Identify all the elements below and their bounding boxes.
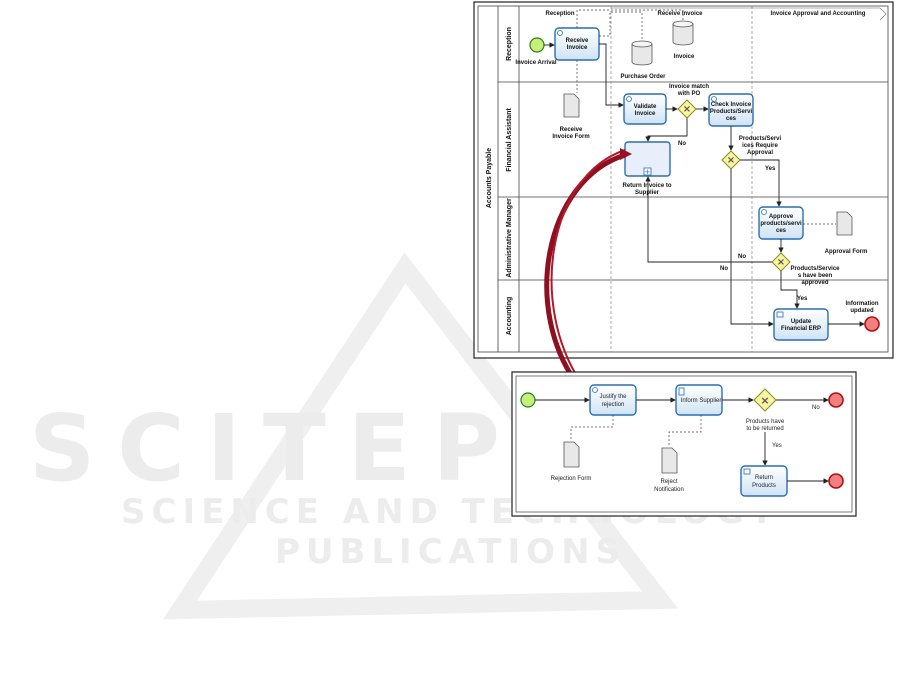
reject-notification-line1: Reject	[660, 479, 677, 485]
gateway-products-line2: to be returned	[746, 426, 783, 432]
receive-invoice-form-line1: Receive	[560, 127, 583, 133]
data-object-reject-notification	[661, 447, 678, 474]
phase-label-approval: Invoice Approval and Accounting	[771, 11, 866, 17]
svg-text:+: +	[645, 168, 651, 176]
phase-label-receive-invoice: Receive Invoice	[657, 11, 703, 17]
end-event	[864, 316, 880, 332]
service-icon	[776, 311, 784, 318]
sub-diagram: Justify the rejection Inform Supplier × …	[511, 371, 857, 517]
svg-text:×: ×	[683, 104, 691, 115]
lane-label-reception: Reception	[506, 27, 513, 61]
task-approve-line2: products/servi	[760, 221, 802, 227]
data-object-approval-form	[836, 211, 853, 236]
task-check-invoice-line1: Check Invoice	[711, 102, 752, 108]
svg-text:×: ×	[727, 155, 735, 166]
lane-label-accounting: Accounting	[506, 297, 513, 336]
task-validate-invoice-line2: Invoice	[635, 111, 656, 117]
task-return-products	[740, 465, 788, 497]
subprocess-return-invoice-line1: Return Invoice to	[622, 183, 671, 189]
task-return-products-line2: Products	[752, 483, 776, 489]
rejection-form-label: Rejection Form	[551, 476, 592, 482]
sub-end-event-2	[828, 473, 844, 489]
pool-label: Accounts Payable	[486, 148, 493, 208]
task-validate-invoice-line1: Validate	[634, 104, 657, 110]
sub-flow-label-yes: Yes	[772, 443, 782, 449]
user-icon	[592, 387, 598, 393]
task-approve-line3: ces	[776, 228, 787, 234]
start-label-line1: Invoice Arrival	[515, 60, 556, 66]
task-receive-invoice-line1: Receive	[566, 38, 589, 44]
task-return-products-line1: Return	[755, 475, 773, 481]
svg-text:×: ×	[760, 394, 769, 407]
script-icon	[678, 387, 685, 396]
gateway-require-line3: Approval	[747, 150, 773, 156]
service-icon	[743, 468, 751, 475]
task-update-erp-line2: Financial ERP	[781, 326, 821, 332]
start-event	[529, 37, 545, 53]
flow-label-yes2: Yes	[797, 296, 808, 302]
flow-label-yes1: Yes	[765, 166, 776, 172]
reject-notification-line2: Notification	[654, 487, 684, 493]
gateway-approved-line3: approved	[801, 280, 828, 286]
user-icon	[557, 30, 563, 36]
gateway-approved-line2: s have been	[798, 273, 833, 279]
approval-form-label: Approval Form	[825, 249, 868, 255]
expand-icon	[643, 167, 652, 176]
data-object-receive-invoice-form	[563, 93, 580, 118]
task-update-erp	[773, 308, 829, 341]
task-inform-label: Inform Supplier	[681, 398, 722, 404]
lane-label-administrative-manager: Administrative Manager	[506, 198, 513, 278]
data-object-rejection-form	[563, 441, 580, 468]
flow-label-no1: No	[678, 141, 686, 147]
gateway-match-line2: with PO	[677, 91, 701, 97]
task-update-erp-line1: Update	[791, 319, 812, 325]
user-icon	[626, 96, 632, 102]
user-icon	[711, 96, 717, 102]
gateway-require-line2: ices Require	[742, 143, 778, 149]
data-store-invoice-label: Invoice	[674, 54, 695, 60]
data-store-purchase-order-label: Purchase Order	[620, 74, 666, 80]
gateway-products-returned	[753, 388, 777, 412]
gateway-products-line1: Products have	[746, 419, 785, 425]
main-frame	[473, 1, 894, 359]
flow-label-no2: No	[738, 254, 746, 260]
sub-flow-label-no: No	[812, 405, 820, 411]
subprocess-return-invoice	[624, 141, 671, 177]
gateway-match-line1: Invoice match	[669, 84, 709, 90]
task-receive-invoice	[554, 27, 600, 61]
data-store-invoice	[672, 20, 694, 46]
lane-label-financial-assistant: Financial Assistant	[506, 108, 513, 172]
task-justify-rejection	[589, 384, 637, 416]
svg-text:×: ×	[777, 257, 785, 268]
flow-label-no3: No	[720, 266, 728, 272]
data-store-purchase-order	[631, 40, 653, 66]
task-justify-line1: Justify the	[599, 394, 627, 400]
sub-start-event	[520, 392, 536, 408]
sub-end-event-1	[828, 392, 844, 408]
user-icon	[761, 209, 767, 215]
task-approve-line1: Approve	[769, 214, 794, 220]
gateway-approved-line1: Products/Service	[790, 266, 840, 272]
subprocess-return-invoice-line2: Supplier	[635, 190, 660, 196]
expand-arrow	[544, 152, 626, 390]
end-label-line2: updated	[850, 308, 874, 314]
end-label-line1: Information	[846, 301, 879, 307]
task-check-invoice-line2: Products/Servi	[710, 109, 753, 115]
task-justify-line2: rejection	[602, 402, 625, 408]
main-diagram: Accounts Payable Reception Financial Ass…	[473, 1, 894, 359]
task-check-invoice-line3: ces	[726, 116, 737, 122]
phase-label-reception: Reception	[545, 11, 574, 17]
task-receive-invoice-line2: Invoice	[567, 45, 588, 51]
gateway-require-line1: Products/Servi	[739, 136, 782, 142]
receive-invoice-form-line2: Invoice Form	[552, 134, 589, 140]
